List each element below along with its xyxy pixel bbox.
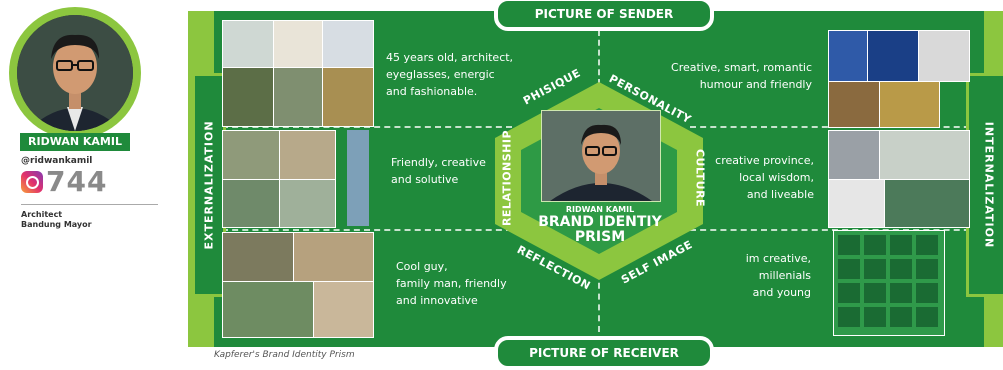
instagram-icon [21, 171, 43, 193]
photo [293, 232, 374, 282]
profile-handle: @ridwankamil [21, 156, 93, 166]
text-line: millenials [758, 269, 811, 282]
text-line: Cool guy, [396, 260, 448, 273]
picture-of-sender-label: PICTURE OF SENDER [494, 0, 714, 31]
profile-roles: Architect Bandung Mayor [21, 210, 92, 230]
photo [884, 179, 970, 228]
photo [322, 67, 374, 127]
profile-name: RIDWAN KAMIL [20, 133, 130, 151]
text-line: and fashionable. [386, 85, 478, 98]
facet-culture: CULTURE [693, 148, 707, 208]
profile-divider [21, 204, 158, 205]
grid-line [222, 126, 512, 128]
culture-text: creative province, local wisdom, and liv… [700, 152, 814, 203]
grid-line [598, 272, 600, 332]
text-line: local wisdom, [739, 171, 814, 184]
photo-collage-self-image [833, 230, 945, 336]
photo [828, 30, 868, 82]
center-photo [541, 110, 661, 202]
center-name: RIDWAN KAMIL [565, 205, 635, 214]
text-line: Creative, smart, romantic [671, 61, 812, 74]
photo [273, 20, 323, 68]
text-line: and liveable [746, 188, 814, 201]
photo [273, 67, 323, 127]
physique-text: 45 years old, architect, eyeglasses, ene… [386, 49, 513, 100]
photo [828, 130, 880, 180]
photo-collage-culture [828, 130, 970, 228]
photo [222, 232, 294, 282]
profile-count: 744 [46, 165, 108, 198]
grid-line [222, 229, 512, 231]
photo-collage-personality [828, 30, 970, 128]
photo [867, 30, 919, 82]
photo [222, 20, 274, 68]
text-line: 45 years old, architect, [386, 51, 514, 64]
photo-collage-physique [222, 20, 374, 127]
photo [879, 130, 970, 180]
text-line: Friendly, creative [391, 156, 486, 169]
reflection-text: Cool guy, family man, friendly and innov… [396, 258, 507, 309]
photo [279, 179, 336, 228]
text-line: and young [752, 286, 811, 299]
photo [918, 30, 970, 82]
relationship-text: Friendly, creative and solutive [391, 154, 486, 188]
picture-of-receiver-label: PICTURE OF RECEIVER [494, 336, 714, 370]
photo [879, 81, 940, 128]
avatar [17, 15, 133, 131]
photo [222, 179, 280, 228]
center-title: BRAND IDENTIY PRISM [521, 215, 679, 245]
facet-relationship: RELATIONSHIP [500, 129, 514, 227]
photo [222, 130, 280, 180]
center-title-line: PRISM [574, 229, 626, 245]
photo [222, 281, 314, 338]
photo [828, 179, 885, 228]
text-line: family man, friendly [396, 277, 507, 290]
center-title-line: BRAND IDENTIY [538, 214, 662, 230]
photo [279, 130, 336, 180]
internalization-label: INTERNALIZATION [982, 121, 996, 249]
text-line: im creative, [745, 252, 811, 265]
text-line: humour and friendly [699, 78, 812, 91]
photo [322, 20, 374, 68]
internalization-bar: INTERNALIZATION [966, 73, 1003, 297]
text-line: eyeglasses, energic [386, 68, 495, 81]
externalization-label: EXTERNALIZATION [202, 120, 216, 250]
personality-text: Creative, smart, romantic humour and fri… [650, 59, 812, 93]
role-line: Bandung Mayor [21, 220, 92, 229]
grid-line [598, 30, 600, 85]
externalization-bar: EXTERNALIZATION [192, 73, 226, 297]
photo-strip [347, 130, 369, 226]
figure-caption: Kapferer's Brand Identity Prism [214, 350, 355, 360]
text-line: and innovative [396, 294, 478, 307]
photo [313, 281, 374, 338]
text-line: and solutive [391, 173, 459, 186]
photo-collage-reflection [222, 232, 374, 338]
photo [222, 67, 274, 127]
text-line: creative province, [715, 154, 814, 167]
photo-collage-relationship [222, 130, 336, 228]
role-line: Architect [21, 210, 63, 219]
photo [828, 81, 880, 128]
self-image-text: im creative, millenials and young [700, 250, 811, 301]
